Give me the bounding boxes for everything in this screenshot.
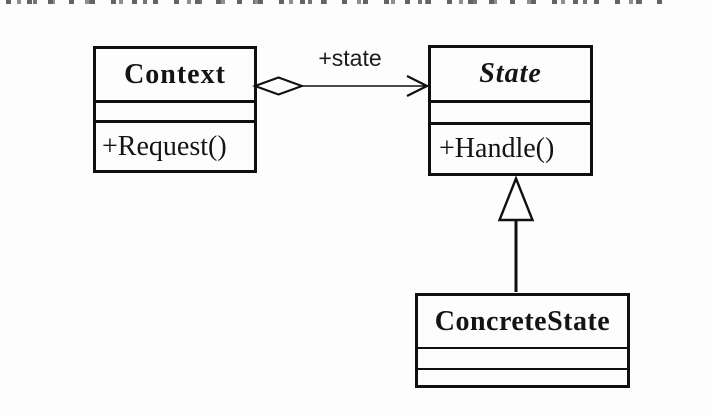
method-handle: +Handle()	[439, 133, 555, 164]
class-box-state: State +Handle()	[428, 45, 593, 176]
class-box-context: Context +Request()	[93, 46, 257, 173]
class-name-concretestate: ConcreteState	[434, 305, 611, 337]
methods-compartment-context: +Request()	[96, 120, 254, 170]
clipped-text-artifact	[6, 0, 662, 4]
generalization-triangle-icon	[497, 175, 535, 222]
attributes-compartment-state	[431, 100, 590, 122]
association-label-state: +state	[318, 45, 382, 71]
methods-compartment-concretestate	[418, 368, 627, 385]
attributes-compartment-context	[96, 100, 254, 120]
class-box-concretestate: ConcreteState	[415, 293, 630, 388]
aggregation-diamond-icon	[252, 76, 305, 96]
attributes-compartment-concretestate	[418, 347, 627, 368]
method-request: +Request()	[102, 130, 227, 162]
class-name-context: Context	[124, 58, 226, 90]
class-name-state: State	[479, 58, 542, 89]
methods-compartment-state: +Handle()	[431, 122, 590, 173]
open-arrowhead-icon	[406, 75, 430, 97]
